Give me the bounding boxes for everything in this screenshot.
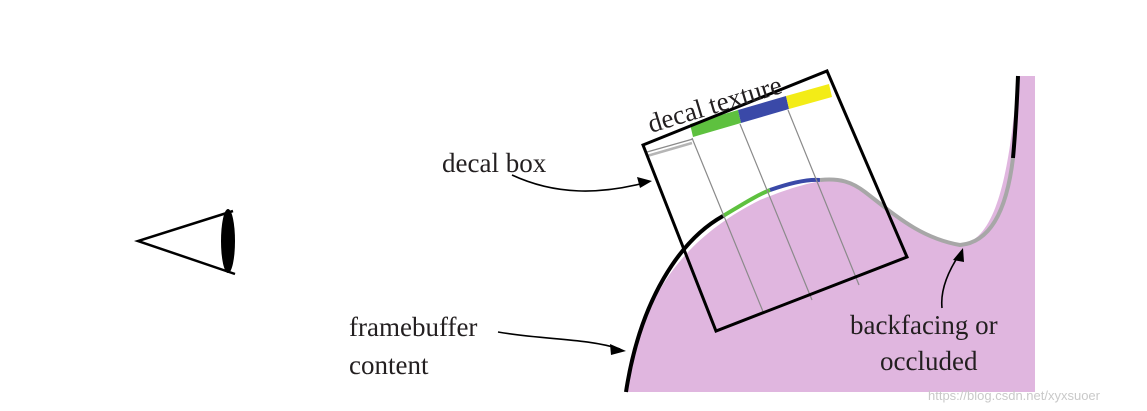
decal-box (641, 69, 909, 333)
decal-box-label: decal box (442, 148, 547, 178)
surface-outline-backfacing (819, 157, 1015, 248)
texture-strip-green (690, 110, 741, 137)
framebuffer-label-line2: content (349, 350, 429, 380)
surface-outline-front (624, 214, 724, 393)
backfacing-label-line1: backfacing or (850, 310, 998, 340)
surface-outline-green (721, 188, 771, 218)
projection-line (646, 138, 694, 153)
eye-icon (133, 209, 236, 276)
decal-box-arrow (511, 174, 652, 192)
backfacing-label-line2: occluded (880, 346, 978, 376)
watermark: https://blog.csdn.net/xyxsuoer (928, 388, 1101, 403)
surface-outline-wall (1011, 75, 1020, 159)
projection-line (691, 137, 765, 315)
framebuffer-surface (626, 76, 1035, 392)
framebuffer-arrow (497, 331, 626, 355)
texture-strip-blue (738, 96, 789, 123)
framebuffer-label-line1: framebuffer (349, 312, 477, 342)
texture-strip-gray (646, 141, 693, 158)
projection-line (787, 109, 860, 286)
decal-box-outline (641, 69, 909, 333)
projection-line (739, 123, 813, 301)
backfacing-arrow (940, 248, 964, 309)
texture-strip-yellow (786, 84, 832, 109)
